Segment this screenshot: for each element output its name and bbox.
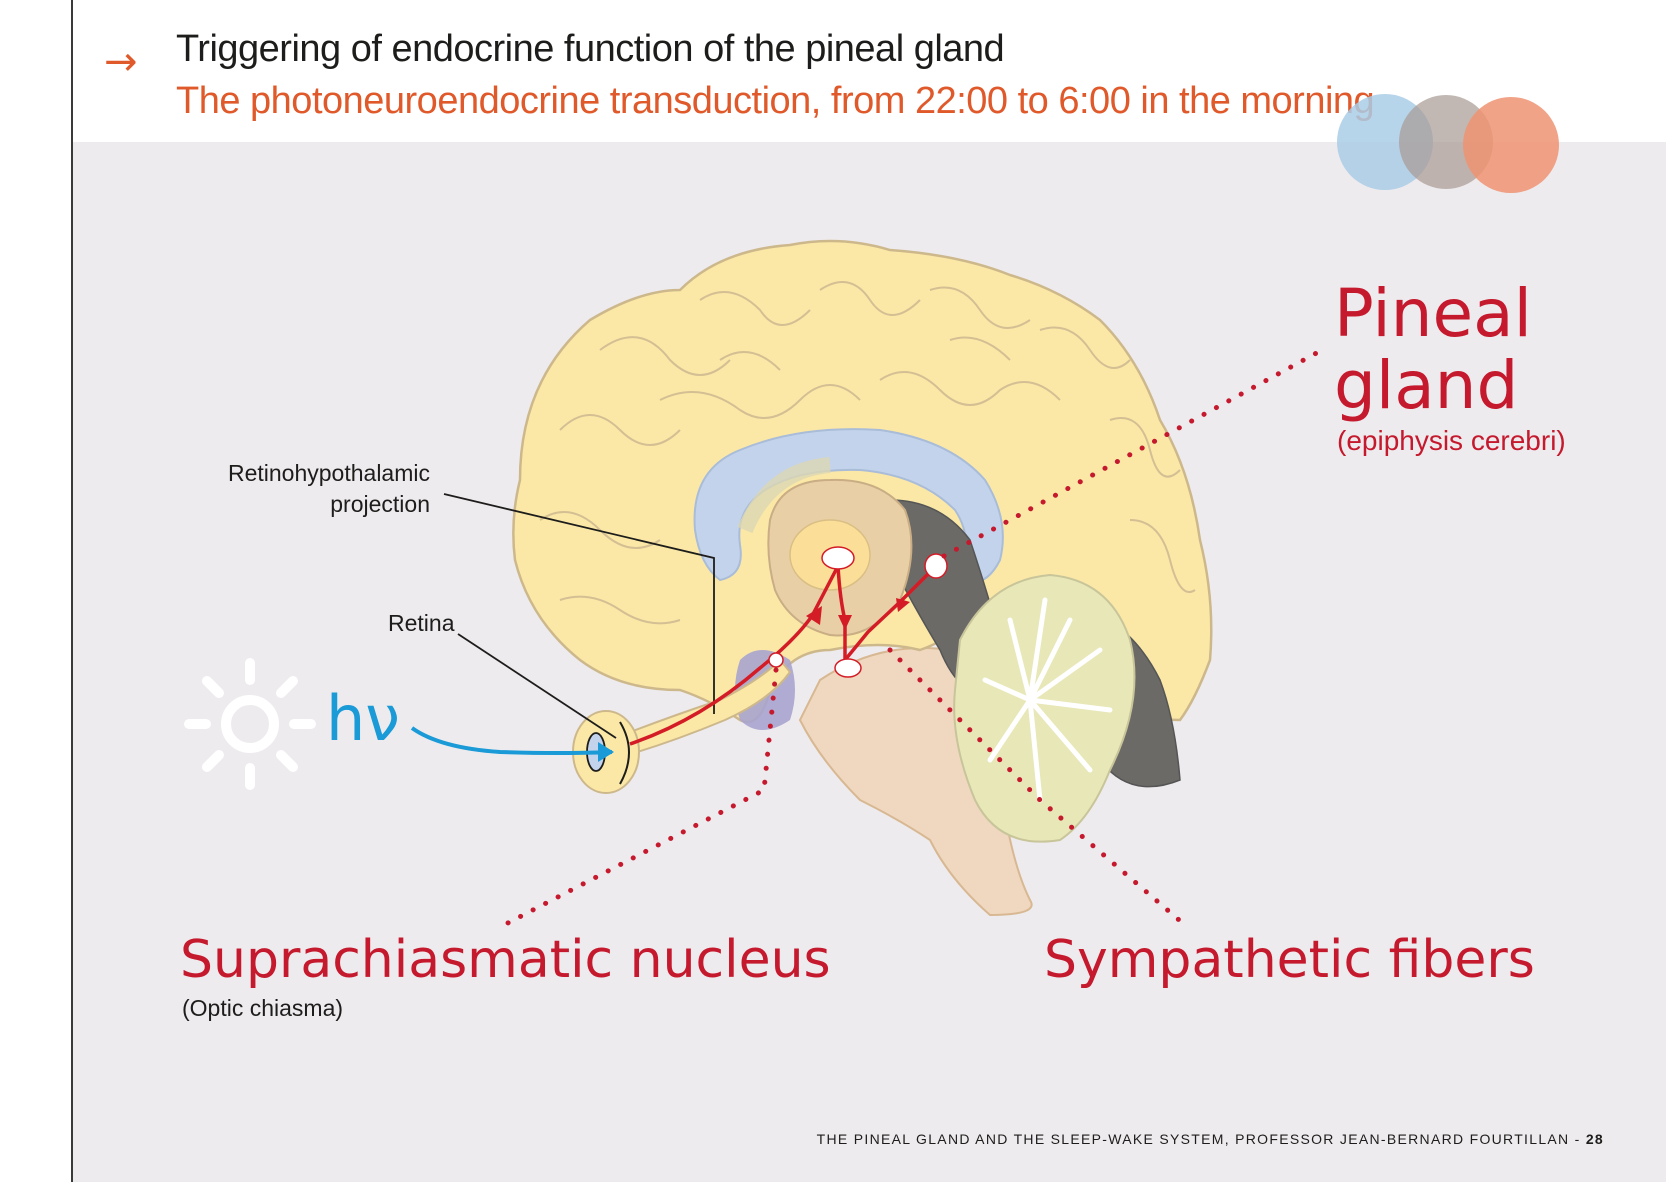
pineal-label-line1: Pineal bbox=[1334, 275, 1532, 352]
retina-label: Retina bbox=[388, 610, 455, 636]
light-ray-arrowhead bbox=[598, 742, 614, 762]
cerebellum bbox=[953, 573, 1136, 843]
retinohypothalamic-label-line2: projection bbox=[330, 491, 430, 517]
neural-pathway bbox=[629, 565, 936, 746]
pineal-sublabel: (epiphysis cerebri) bbox=[1337, 425, 1566, 456]
suprachiasmatic-sublabel: (Optic chiasma) bbox=[182, 995, 344, 1021]
suprachiasmatic-label: Suprachiasmatic nucleus bbox=[180, 930, 831, 990]
light-ray-arrow bbox=[410, 726, 613, 755]
page-title: Triggering of endocrine function of the … bbox=[176, 28, 1005, 70]
fornix bbox=[737, 457, 831, 534]
retinohypothalamic-leader bbox=[443, 493, 715, 714]
page-subtitle: The photoneuroendocrine transduction, fr… bbox=[176, 80, 1375, 122]
sun-icon bbox=[184, 658, 316, 790]
retina-leader bbox=[457, 633, 617, 739]
retinohypothalamic-label-line1: Retinohypothalamic bbox=[227, 460, 430, 486]
page-number: 28 bbox=[1585, 1131, 1604, 1147]
pineal-label-line2: gland bbox=[1334, 347, 1519, 424]
arrow-right-icon: → bbox=[104, 39, 138, 85]
pathway-nodes bbox=[768, 546, 948, 678]
arbor-vitae bbox=[982, 597, 1113, 803]
gyri bbox=[539, 281, 1196, 625]
sympathetic-label: Sympathetic fibers bbox=[1044, 930, 1535, 990]
pathway-arrowheads bbox=[806, 598, 910, 630]
left-margin-rule bbox=[71, 0, 73, 1182]
cerebrum bbox=[512, 239, 1213, 724]
footer: THE PINEAL GLAND AND THE SLEEP-WAKE SYST… bbox=[817, 1131, 1604, 1147]
brand-circles-icon bbox=[1337, 94, 1559, 193]
dotted-leaders bbox=[499, 347, 1325, 929]
footer-text: THE PINEAL GLAND AND THE SLEEP-WAKE SYST… bbox=[816, 1131, 1586, 1147]
light-symbol: hν bbox=[326, 682, 400, 755]
